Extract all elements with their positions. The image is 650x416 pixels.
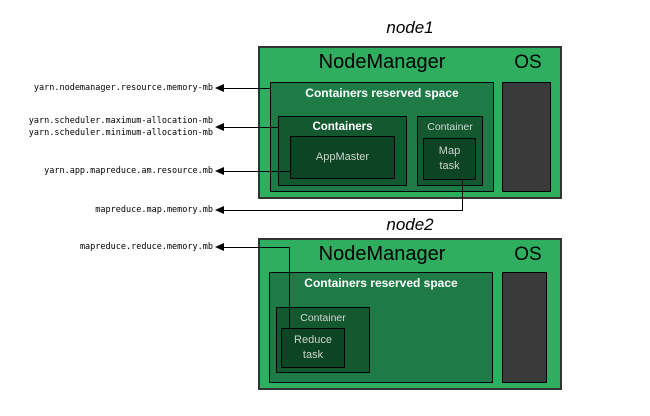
- label-yarn-nodemanager-resource-memory-mb: yarn.nodemanager.resource.memory-mb: [33, 83, 213, 93]
- line-reduce-memory-h: [223, 247, 289, 248]
- label-mapreduce-reduce-memory-mb: mapreduce.reduce.memory.mb: [79, 242, 213, 252]
- node1-map-task-box: Map task: [423, 138, 476, 180]
- arrow-scheduler-allocation: [215, 123, 224, 131]
- node2-container-group: Container Reduce task: [276, 307, 370, 373]
- arrow-nodemanager-resource: [215, 84, 224, 92]
- node1-box: NodeManager OS Containers reserved space…: [258, 46, 562, 199]
- node2-nodemanager-label: NodeManager: [318, 243, 446, 265]
- label-mapreduce-map-memory-mb: mapreduce.map.memory.mb: [95, 205, 213, 215]
- node1-reserved-label: Containers reserved space: [305, 86, 459, 100]
- node2-box: NodeManager OS Containers reserved space…: [258, 238, 562, 390]
- label-yarn-scheduler-minimum-allocation-mb: yarn.scheduler.minimum-allocation-mb: [28, 128, 213, 138]
- node1-title: node1: [386, 18, 434, 37]
- arrow-reduce-memory: [215, 243, 224, 251]
- node2-title: node2: [386, 215, 434, 234]
- arrow-am-resource: [215, 167, 224, 175]
- reduce-task-label-line2: task: [302, 349, 324, 361]
- line-nodemanager-resource: [223, 88, 270, 89]
- line-am-resource: [223, 171, 290, 172]
- appmaster-label: AppMaster: [315, 151, 370, 164]
- reduce-task-label-line1: Reduce: [294, 334, 332, 347]
- line-reduce-memory-v: [289, 247, 290, 328]
- node2-reduce-task-box: Reduce task: [281, 328, 345, 368]
- node2-container-label: Container: [300, 312, 346, 324]
- node1-os-memory-bar: [502, 82, 551, 192]
- node2-containers-reserved-space: Containers reserved space Container Redu…: [269, 272, 493, 383]
- label-yarn-app-mapreduce-am-resource-mb: yarn.app.mapreduce.am.resource.mb: [44, 166, 213, 176]
- map-task-label-line2: task: [439, 160, 460, 172]
- arrow-map-memory: [215, 206, 224, 214]
- node1-map-container-group: Container Map task: [417, 116, 483, 186]
- node2-os-label: OS: [514, 244, 542, 265]
- node2-os-memory-bar: [502, 272, 547, 383]
- node1-os-label: OS: [514, 52, 542, 73]
- node1-containers-reserved-space: Containers reserved space Containers App…: [270, 82, 494, 192]
- node1-appmaster-box: AppMaster: [290, 136, 395, 179]
- map-task-label-line1: Map: [438, 145, 461, 158]
- node1-containers-label: Containers: [312, 121, 373, 133]
- label-yarn-scheduler-maximum-allocation-mb: yarn.scheduler.maximum-allocation-mb: [28, 116, 213, 126]
- line-map-memory-h: [223, 210, 462, 211]
- line-scheduler-allocation: [223, 127, 278, 128]
- node1-container-label: Container: [427, 121, 473, 133]
- node1-containers-group: Containers AppMaster: [278, 116, 407, 186]
- line-map-memory-v: [462, 180, 463, 211]
- node2-reserved-label: Containers reserved space: [304, 276, 458, 290]
- node1-nodemanager-label: NodeManager: [318, 51, 446, 73]
